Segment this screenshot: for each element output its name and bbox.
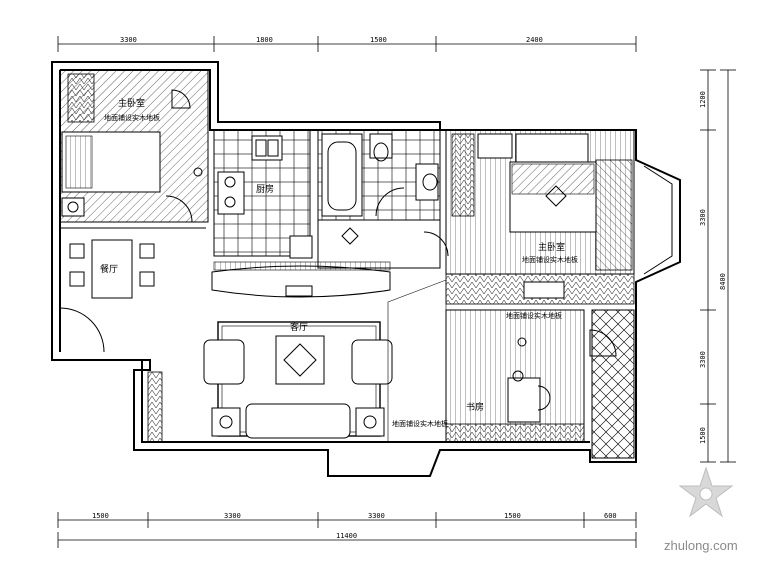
dining-area: 餐厅 <box>59 227 206 353</box>
dim-bottom-5: 600 <box>604 512 617 520</box>
left-balcony <box>147 371 163 443</box>
watermark: zhulong.com <box>664 466 738 553</box>
master-bedroom: 主卧室 地面铺设实木地板 <box>59 69 209 223</box>
watermark-logo-icon <box>678 466 734 518</box>
toilet <box>369 133 393 159</box>
dim-bottom-4: 1500 <box>504 512 521 520</box>
study: 书房 地面铺设实木地板 <box>445 309 617 443</box>
desk <box>507 377 541 423</box>
washbasin <box>415 163 439 201</box>
dim-right-4: 1500 <box>699 427 707 444</box>
dim-bottom-2: 3300 <box>224 512 241 520</box>
armchair-left <box>203 339 245 385</box>
dim-top-4: 2400 <box>526 36 543 44</box>
dim-right-3: 3300 <box>699 351 707 368</box>
right-dimension: 1200 3300 3300 1500 8400 <box>699 69 736 463</box>
sofa <box>245 403 351 439</box>
study-note: 地面铺设实木地板 <box>506 311 562 320</box>
dim-bottom-1: 1500 <box>92 512 109 520</box>
dim-top-3: 1500 <box>370 36 387 44</box>
second-bedroom-note: 地面铺设实木地板 <box>522 255 578 264</box>
dining-table <box>91 239 133 299</box>
armchair-right <box>351 339 393 385</box>
coffee-table <box>275 335 325 385</box>
dim-bottom-total: 11400 <box>336 532 357 540</box>
bathroom <box>317 129 441 221</box>
living-label: 客厅 <box>290 321 308 333</box>
stove <box>217 171 245 215</box>
dim-top-1: 3300 <box>120 36 137 44</box>
second-bedroom-label: 主卧室 <box>538 241 565 253</box>
dim-right-2: 3300 <box>699 209 707 226</box>
watermark-text: zhulong.com <box>664 538 738 553</box>
bottom-dimension: 1500 3300 3300 1500 600 11400 <box>57 512 637 548</box>
study-label: 书房 <box>466 401 484 413</box>
dim-right-total: 8400 <box>719 273 727 290</box>
master-bedroom-label: 主卧室 <box>118 97 145 109</box>
living-note: 地面铺设实木地板 <box>392 419 448 428</box>
hallway <box>317 219 449 269</box>
second-bedroom: 主卧室 地面铺设实木地板 <box>445 129 681 305</box>
living-room: 客厅 地面铺设实木地板 <box>203 261 448 443</box>
kitchen-label: 厨房 <box>256 183 274 195</box>
dim-right-1: 1200 <box>699 91 707 108</box>
top-dimension: 3300 1800 1500 2400 <box>57 36 637 52</box>
master-bedroom-note: 地面铺设实木地板 <box>104 113 160 122</box>
dim-bottom-3: 3300 <box>368 512 385 520</box>
dim-top-2: 1800 <box>256 36 273 44</box>
dining-label: 餐厅 <box>100 263 118 275</box>
kitchen: 厨房 <box>213 129 313 259</box>
balcony <box>591 309 635 459</box>
